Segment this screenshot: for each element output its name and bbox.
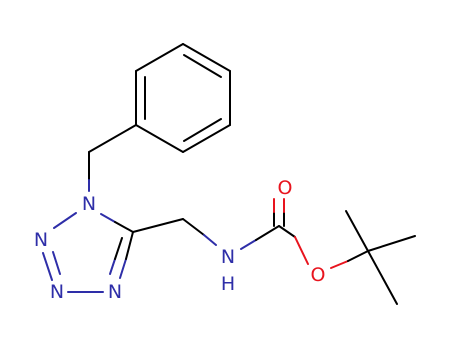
bond-n1-to-c5	[114, 221, 134, 233]
bond-ester-o-to-tbu	[347, 250, 369, 262]
bond-n4-to-c5-inner	[114, 237, 123, 260]
bond-n2-to-n3	[42, 252, 53, 281]
bond-ring-6	[135, 43, 184, 72]
bond-n4-to-c5-blue	[119, 258, 127, 279]
bonds	[42, 43, 416, 305]
atom-ester-oxygen: O	[311, 264, 326, 286]
atom-n1: N	[82, 193, 96, 215]
bond-ring-3	[182, 124, 231, 153]
atom-labels: N N N N N H O O	[34, 177, 326, 303]
bond-tbu-methyl-top	[345, 210, 369, 252]
atom-nh-hydrogen: H	[221, 273, 235, 295]
bond-ring-to-ch2	[88, 124, 137, 153]
bond-ring-4	[135, 124, 184, 153]
bond-nh-to-carbonyl-blue	[240, 239, 257, 250]
bond-nh-to-carbonyl	[255, 225, 280, 241]
atom-carbonyl-oxygen: O	[278, 177, 293, 199]
bond-n2-to-n3-inner	[52, 251, 61, 275]
atom-nh-nitrogen: N	[221, 246, 235, 268]
bond-tbu-methyl-right	[367, 235, 416, 252]
bond-n1-to-c5-blue	[100, 213, 116, 223]
bond-ring-1	[182, 43, 231, 72]
bond-c5-to-ch2	[132, 218, 184, 233]
bond-n4-to-c5	[125, 231, 134, 260]
bond-ring-1-inner	[183, 54, 222, 78]
bond-ch2-to-nh	[182, 218, 205, 236]
bond-n1-to-n2	[53, 212, 77, 229]
bond-carbonyl-to-ester-o	[278, 225, 296, 238]
bond-ch2-to-nh-blue	[203, 234, 217, 246]
atom-n4: N	[108, 281, 122, 303]
atom-n2: N	[34, 229, 48, 251]
bond-carbonyl-to-ester-o-red	[294, 236, 309, 265]
atom-n3: N	[50, 281, 64, 303]
bond-ring-3-inner	[183, 118, 222, 142]
bond-n4-to-c5-inner-blue	[109, 258, 116, 275]
bond-ester-o-to-tbu-red	[330, 260, 349, 269]
bond-tbu-methyl-bottom	[367, 250, 398, 305]
